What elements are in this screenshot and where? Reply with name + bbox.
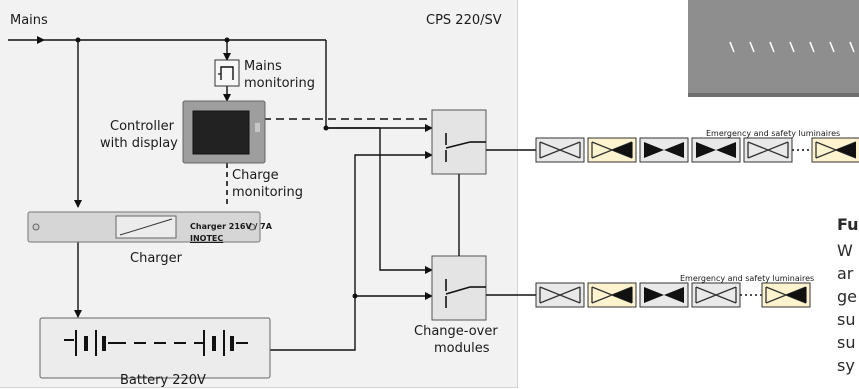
system-model-label: CPS 220/SV (426, 13, 502, 28)
side-heading-fragment: Fu (837, 215, 859, 234)
charge-monitoring-label-2: monitoring (232, 185, 303, 200)
mains-monitoring-label-2: monitoring (244, 76, 315, 91)
controller-label-2: with display (100, 136, 178, 151)
cabinet-photo (688, 0, 859, 97)
side-line-3: ge (837, 287, 857, 306)
changeover-label-1: Change-over (414, 324, 498, 339)
mains-monitoring-symbol (214, 59, 240, 87)
controller-device (182, 100, 266, 164)
charger-model-text: Charger 216V / 7A (190, 222, 272, 231)
side-line-2: ar (837, 264, 854, 283)
battery-label: Battery 220V (120, 373, 206, 388)
side-line-1: W (837, 241, 853, 260)
charge-monitoring-label-1: Charge (232, 168, 279, 183)
charger-device (27, 211, 261, 243)
changeover-label-2: modules (434, 341, 490, 356)
luminaires-top-label: Emergency and safety luminaires (706, 129, 841, 138)
side-line-4: su (837, 310, 856, 329)
side-line-6: sy (837, 356, 855, 375)
battery-symbol (39, 317, 271, 379)
luminaire-string-bottom (535, 282, 811, 308)
luminaire-string-top (535, 137, 859, 163)
changeover-module-bottom (431, 255, 487, 321)
side-line-5: su (837, 333, 856, 352)
mains-monitoring-label-1: Mains (244, 59, 282, 74)
charger-brand-text: INOTEC (190, 234, 224, 243)
charger-label: Charger (130, 251, 182, 266)
controller-label-1: Controller (110, 119, 174, 134)
mains-label: Mains (10, 13, 48, 28)
luminaires-bottom-label: Emergency and safety luminaires (680, 274, 815, 283)
